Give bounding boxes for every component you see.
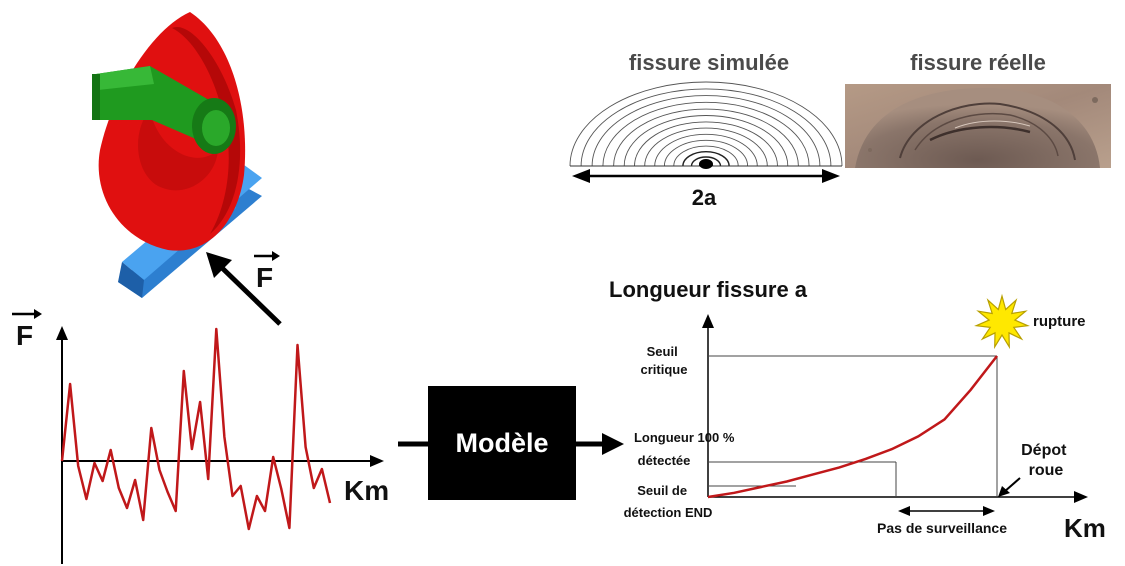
crack-width-arrow-right: [822, 169, 840, 183]
chart-x-axis-arrow: [1074, 491, 1088, 503]
crack-front-contour: [623, 115, 789, 167]
depot-label: Dépot roue: [1021, 442, 1071, 479]
crack-width-label: 2a: [692, 185, 717, 210]
simulated-crack-title: fissure simulée: [629, 50, 789, 75]
wheel-rail-illustration: F: [92, 12, 282, 326]
rupture-star-icon: [974, 293, 1030, 350]
model-block: Modèle: [398, 386, 624, 500]
surveillance-arrow-left: [898, 506, 910, 516]
wheel-force-label: F: [256, 262, 273, 293]
signal-y-vector-tip: [34, 309, 42, 319]
simulated-crack-mesh: [569, 81, 843, 169]
crack-front-contour: [654, 133, 758, 167]
real-crack-panel: fissure réelle: [845, 50, 1111, 168]
crack-growth-chart: Longueur fissure a Km Seuil critique Lon…: [609, 277, 1106, 543]
crack-front-contour: [613, 108, 799, 167]
depot-arrow: [1003, 477, 1021, 493]
signal-x-axis-arrow: [370, 455, 384, 467]
model-output-arrow: [602, 433, 624, 455]
surveillance-step-label: Pas de surveillance: [877, 520, 1007, 536]
crack-front-contour: [682, 151, 730, 167]
signal-y-label: F: [16, 320, 33, 351]
y-tick-longueur-100: Longueur 100 % détectée: [634, 430, 738, 468]
crack-front-contour: [663, 139, 749, 167]
depot-arrowhead: [998, 486, 1010, 497]
real-crack-photo: [845, 84, 1111, 168]
wheel-force-vector-tip: [272, 251, 280, 261]
force-arrow: [216, 262, 282, 326]
simulated-crack-panel: fissure simulée 2a: [569, 50, 843, 210]
model-box: [428, 386, 576, 500]
crack-front-contour: [644, 127, 768, 167]
force-signal-plot: F Km: [12, 309, 389, 564]
crack-front-contour: [580, 88, 832, 167]
model-label: Modèle: [455, 428, 548, 458]
chart-x-label: Km: [1064, 513, 1106, 543]
y-tick-seuil-detection: Seuil de détection END: [624, 483, 713, 520]
real-crack-title: fissure réelle: [910, 50, 1046, 75]
crack-front-contour: [569, 81, 843, 167]
crack-width-arrow-left: [572, 169, 590, 183]
crack-growth-curve: [707, 355, 998, 499]
crack-front-contour: [673, 145, 739, 167]
chart-y-axis-arrow: [702, 314, 714, 328]
crack-origin: [699, 159, 713, 169]
force-signal-line: [60, 327, 332, 531]
rupture-label: rupture: [1033, 313, 1086, 330]
crack-front-contour: [634, 121, 778, 167]
signal-y-axis-arrow: [56, 326, 68, 340]
crack-front-contour: [591, 95, 821, 167]
force-arrowhead: [206, 252, 232, 278]
y-tick-seuil-critique: Seuil critique: [641, 344, 688, 377]
crack-front-contour: [690, 156, 722, 167]
axle-icon: [92, 66, 236, 154]
signal-x-label: Km: [344, 475, 389, 506]
chart-title: Longueur fissure a: [609, 277, 808, 302]
surveillance-arrow-right: [983, 506, 995, 516]
crack-front-contour: [602, 101, 810, 167]
